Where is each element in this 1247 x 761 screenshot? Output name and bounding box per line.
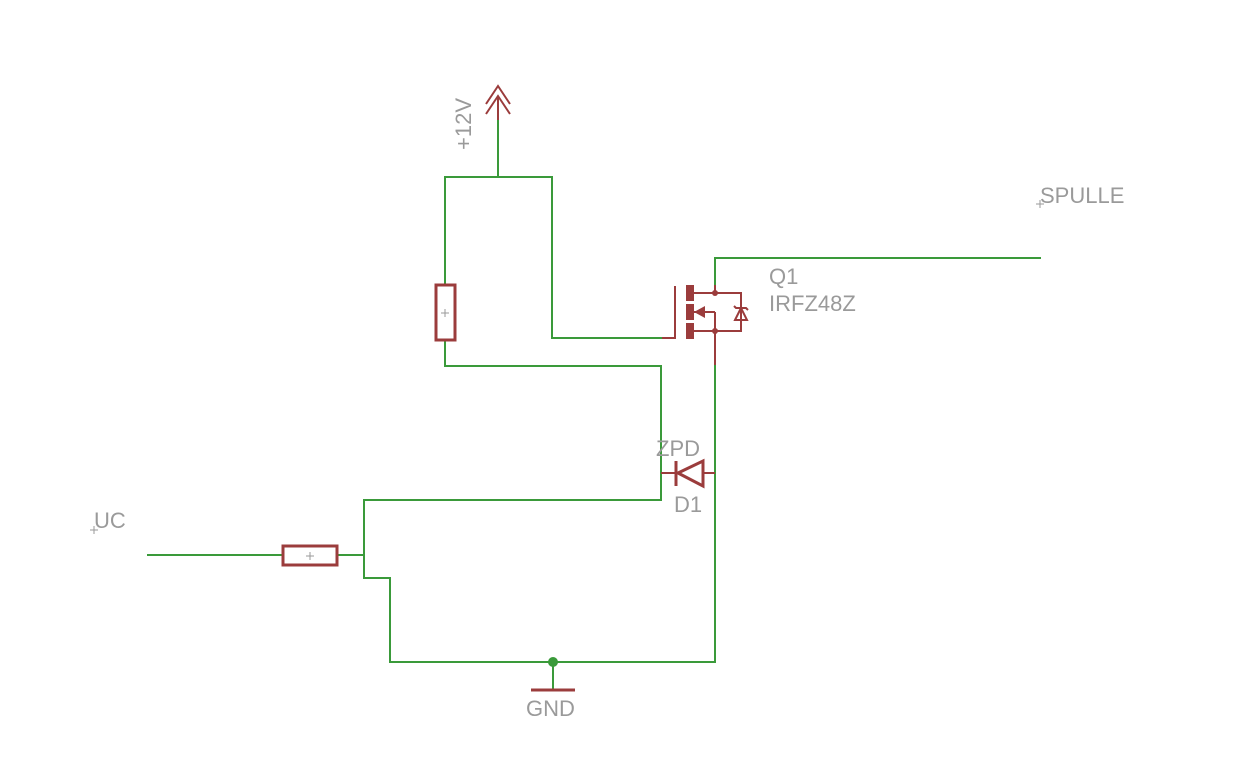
mosfet-q1: Q1 IRFZ48Z <box>662 264 856 365</box>
wires <box>147 119 1041 691</box>
resistor-pullup <box>434 283 457 342</box>
d1-value-label: ZPD <box>656 436 700 461</box>
zener-diode-d1: ZPD D1 <box>656 436 715 517</box>
d1-name-label: D1 <box>674 492 702 517</box>
output-label: SPULLE <box>1040 183 1124 208</box>
resistor-input <box>281 544 339 567</box>
q1-name-label: Q1 <box>769 264 798 289</box>
wire-gate-node <box>363 339 716 663</box>
net-label-spulle: SPULLE <box>1036 183 1124 208</box>
junction-dot <box>548 657 558 667</box>
wire-supply-bus <box>444 176 663 339</box>
q1-value-label: IRFZ48Z <box>769 291 856 316</box>
wire-drain-output <box>714 257 1041 286</box>
ground-symbol: GND <box>526 688 575 721</box>
supply-label: +12V <box>451 98 476 150</box>
input-label: UC <box>94 508 126 533</box>
diode-triangle <box>674 458 705 489</box>
net-label-uc: UC <box>90 508 126 534</box>
supply-symbol: +12V <box>451 84 511 150</box>
ground-label: GND <box>526 696 575 721</box>
